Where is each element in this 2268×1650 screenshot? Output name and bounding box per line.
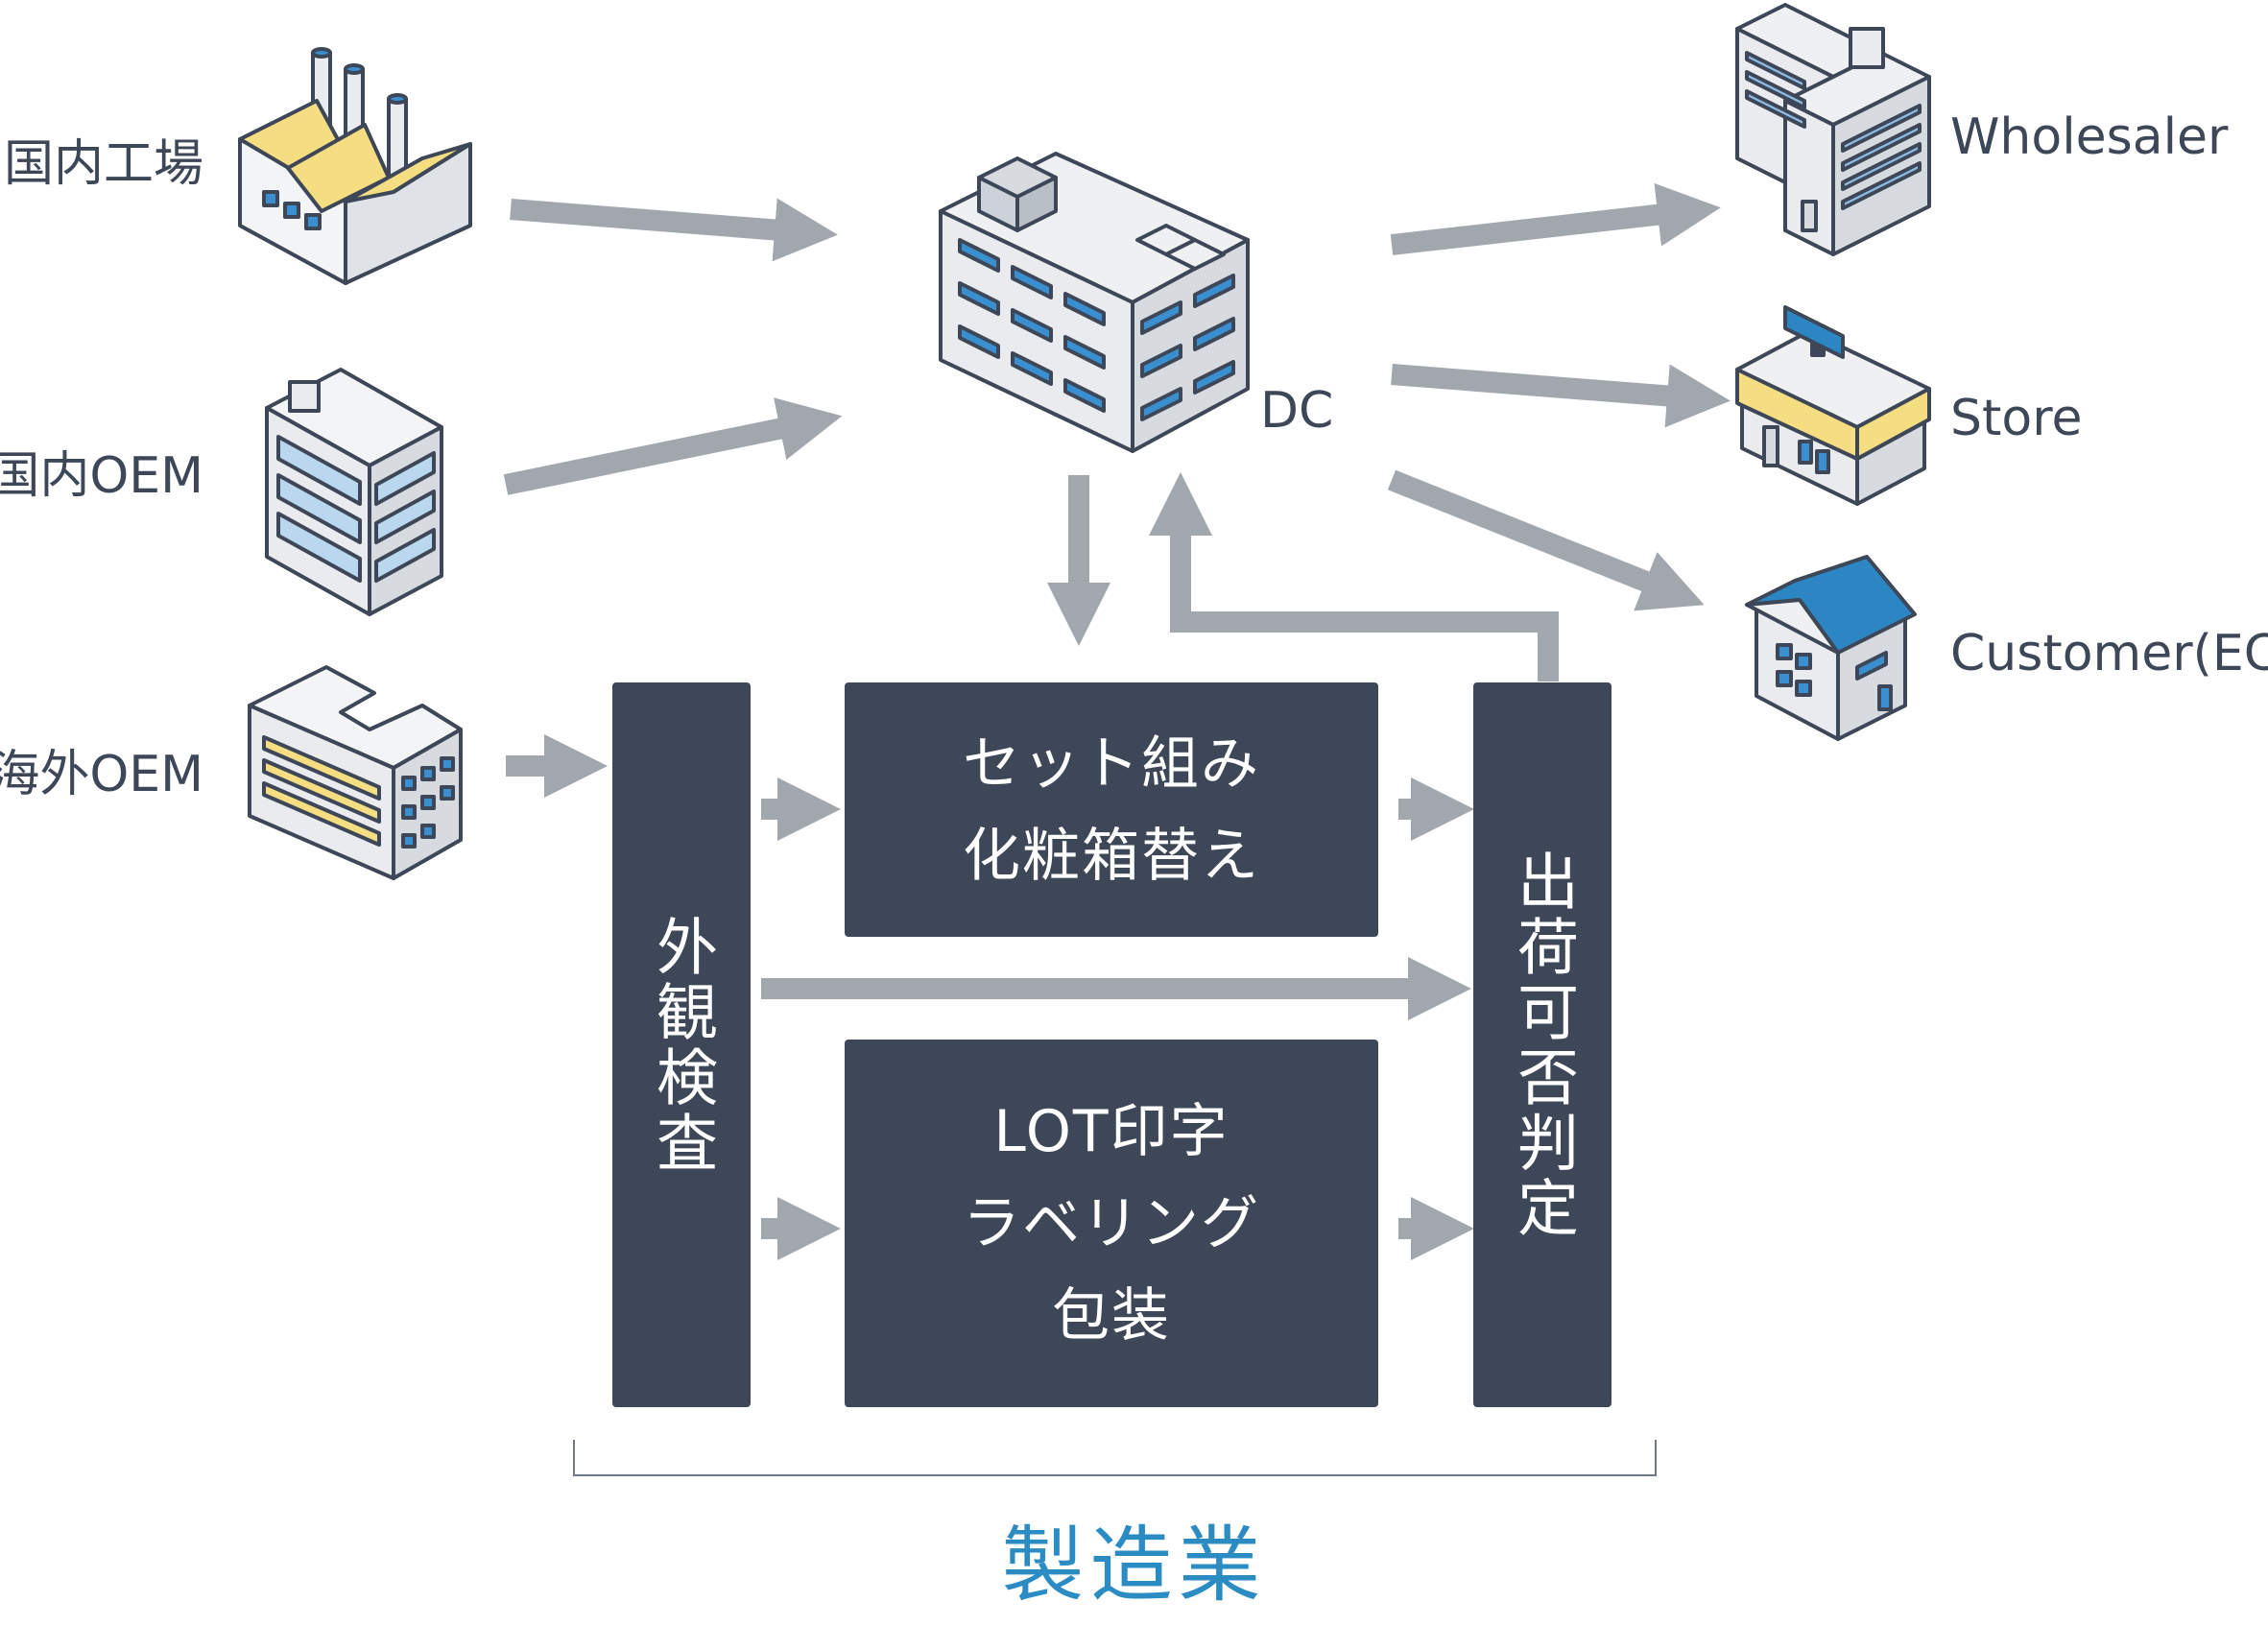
flow-arrows bbox=[503, 182, 1731, 1260]
overseas-factory-icon bbox=[248, 665, 463, 880]
manufacturing-caption: 製造業 bbox=[1001, 1518, 1267, 1614]
arrow-domestic-oem-to-dc bbox=[503, 397, 843, 495]
source-label-overseas-oem: 海外OEM bbox=[0, 746, 203, 803]
distribution-center-icon bbox=[939, 152, 1250, 453]
arrow-dc-to-customer bbox=[1387, 469, 1705, 611]
destination-label-wholesaler: Wholesaler bbox=[1950, 108, 2229, 166]
destination-label-store: Store bbox=[1950, 390, 2083, 447]
arrow-judgement-back-to-dc bbox=[1149, 472, 1559, 682]
judgement-label: 出荷可否判定 bbox=[1507, 849, 1578, 1241]
shipping-judgement-box: 出荷可否判定 bbox=[1473, 682, 1611, 1407]
set-line-2: 化粧箱替え bbox=[963, 822, 1260, 890]
inspection-box: 外観検査 bbox=[612, 682, 751, 1407]
arrow-dc-to-wholesaler bbox=[1390, 182, 1721, 255]
wholesaler-building-icon bbox=[1735, 3, 1931, 256]
lot-line-1: LOT印字 bbox=[993, 1097, 1229, 1165]
lot-labeling-box: LOT印字 ラベリング 包装 bbox=[845, 1040, 1378, 1407]
source-label-domestic-factory: 国内工場 bbox=[3, 135, 203, 193]
set-line-1: セット組み bbox=[963, 729, 1260, 798]
hub-label-dc: DC bbox=[1260, 382, 1334, 440]
arrow-dc-to-store bbox=[1391, 364, 1731, 428]
source-label-domestic-oem: 国内OEM bbox=[0, 447, 203, 505]
inspection-label: 外観検査 bbox=[646, 914, 717, 1176]
set-assembly-box: セット組み 化粧箱替え bbox=[845, 682, 1378, 937]
store-icon bbox=[1735, 305, 1931, 506]
arrow-factory-to-dc bbox=[510, 198, 838, 262]
manufacturing-bracket bbox=[573, 1440, 1657, 1476]
destination-label-customer-ec: Customer(EC) bbox=[1950, 625, 2268, 682]
lot-line-3: 包装 bbox=[1052, 1281, 1171, 1350]
office-building-icon bbox=[265, 368, 443, 616]
factory-icon bbox=[238, 47, 472, 285]
lot-line-2: ラベリング bbox=[963, 1189, 1260, 1257]
house-icon bbox=[1745, 555, 1917, 741]
